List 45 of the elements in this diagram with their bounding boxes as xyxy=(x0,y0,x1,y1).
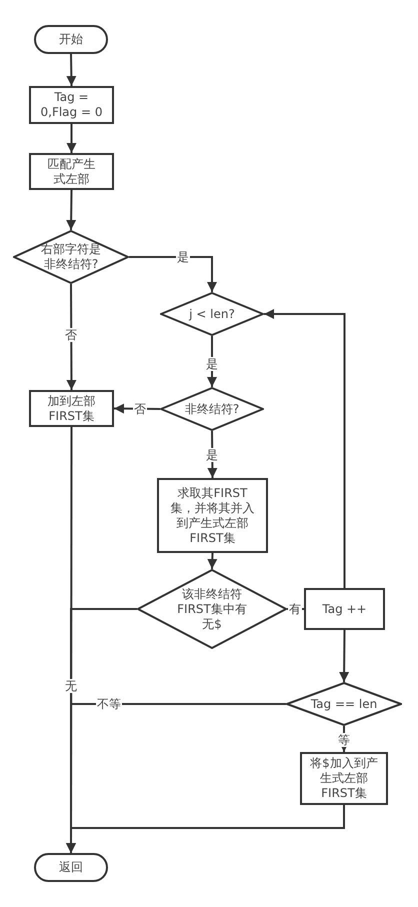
node-text: 开始 xyxy=(59,32,83,47)
process-box xyxy=(29,153,114,190)
process-box xyxy=(157,478,268,553)
edge-label: 不等 xyxy=(96,697,122,711)
node-text: 非终结符? xyxy=(184,402,240,416)
terminal-shape xyxy=(34,853,108,882)
node-text: j < len? xyxy=(189,306,235,322)
arrow xyxy=(66,54,76,86)
node-text: 将$加入到产生式左部FIRST集 xyxy=(309,756,379,801)
edge-label: 无 xyxy=(64,679,78,693)
node-text: 求取其FIRST集，并将其并入到产生式左部FIRST集 xyxy=(170,486,256,546)
arrow xyxy=(66,124,76,153)
process-box xyxy=(300,752,388,805)
node-text: 右部字符是非终结符? xyxy=(40,242,102,272)
decision-diamond xyxy=(13,230,129,284)
process-box xyxy=(29,86,114,124)
node-text: Tag = 0,Flag = 0 xyxy=(40,90,102,120)
arrow xyxy=(264,309,346,588)
decision-diamond xyxy=(160,292,264,336)
edge-label: 等 xyxy=(337,733,351,747)
node-text: 该非终结符FIRST集中有无$ xyxy=(176,586,248,632)
decision-diamond xyxy=(160,387,264,431)
decision-diamond xyxy=(286,682,402,726)
edge-label: 否 xyxy=(64,328,78,342)
arrow xyxy=(66,190,76,230)
terminal-shape xyxy=(34,25,108,54)
arrow xyxy=(339,630,350,682)
edge-label: 是 xyxy=(205,357,219,371)
node-text: Tag ++ xyxy=(322,602,367,616)
edge-label: 否 xyxy=(133,402,147,416)
arrow xyxy=(207,552,218,570)
node-text: Tag == len xyxy=(310,696,378,712)
edge-label: 是 xyxy=(176,250,190,264)
process-box xyxy=(304,588,385,630)
node-text: 加到左部FIRST集 xyxy=(46,394,96,424)
decision-diamond xyxy=(137,569,287,649)
arrow xyxy=(66,284,76,390)
node-text: 匹配产生式左部 xyxy=(46,156,96,186)
edge-label: 有 xyxy=(288,602,302,616)
node-text: 返回 xyxy=(59,860,83,875)
process-box xyxy=(29,390,114,427)
arrow xyxy=(129,256,217,292)
arrow xyxy=(66,427,76,853)
arrow xyxy=(114,404,160,414)
edge-label: 是 xyxy=(205,448,219,462)
